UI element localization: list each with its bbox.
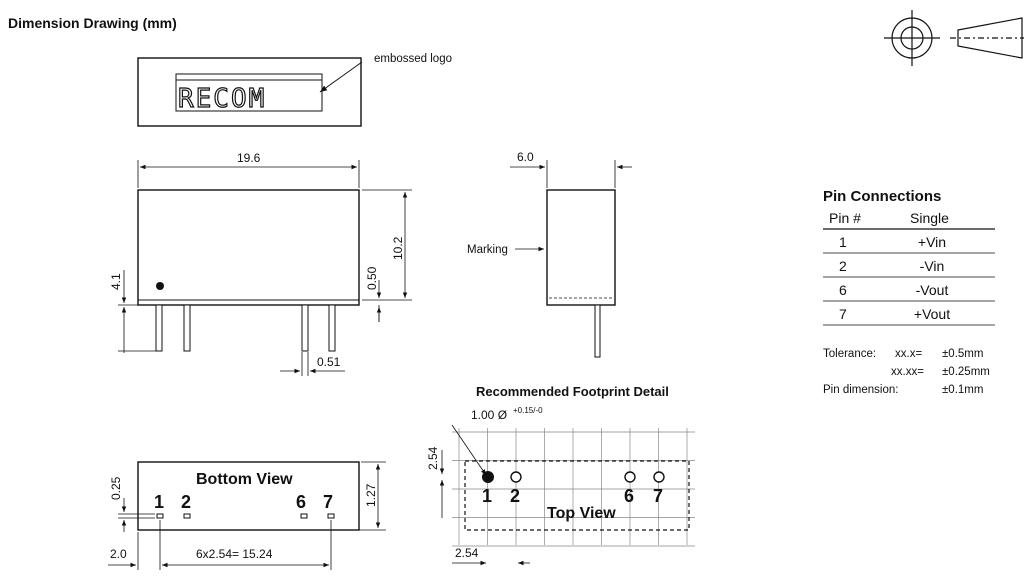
pin-function: -Vout bbox=[916, 282, 949, 298]
footprint-pin-7: 7 bbox=[653, 486, 663, 506]
pin-dimension-label: Pin dimension: bbox=[823, 384, 898, 396]
left-offset-dim: 2.0 bbox=[110, 547, 127, 561]
hole-tolerance: +0.15/-0 bbox=[513, 406, 543, 415]
tolerance-notes: Tolerance: xx.x= ±0.5mm xx.xx= ±0.25mm P… bbox=[823, 348, 990, 396]
footprint-detail: Recommended Footprint Detail 1.00 Ø +0.1… bbox=[426, 384, 695, 566]
pin-offset-dim: 4.1 bbox=[109, 273, 123, 290]
pin-number: 2 bbox=[839, 258, 847, 274]
footprint-pin-6: 6 bbox=[624, 486, 634, 506]
col-single-header: Single bbox=[910, 210, 949, 226]
pin-function: -Vin bbox=[920, 258, 945, 274]
tolerance-xx-xx: xx.xx= bbox=[891, 366, 924, 378]
right-dim: 1.27 bbox=[364, 483, 378, 507]
horizontal-pitch-dim: 2.54 bbox=[455, 546, 479, 560]
footprint-pin-1: 1 bbox=[482, 486, 492, 506]
pin-number: 6 bbox=[839, 282, 847, 298]
tolerance-xx-xx-value: ±0.25mm bbox=[942, 366, 990, 378]
page-title: Dimension Drawing (mm) bbox=[8, 15, 177, 31]
hole-diameter: 1.00 Ø bbox=[471, 408, 507, 422]
embossed-logo-label: embossed logo bbox=[374, 53, 452, 65]
pin-number: 1 bbox=[839, 234, 847, 250]
footprint-pin-2: 2 bbox=[510, 486, 520, 506]
pin-width-dim: 0.51 bbox=[317, 355, 341, 369]
top-view-label: Top View bbox=[547, 505, 616, 522]
pin-height-dim: 0.25 bbox=[109, 476, 123, 500]
side-view: 6.0 Marking bbox=[467, 150, 632, 358]
bottom-view-title: Bottom View bbox=[196, 471, 293, 488]
pin-function: +Vout bbox=[914, 306, 950, 322]
pitch-span-dim: 6x2.54= 15.24 bbox=[196, 547, 273, 561]
col-pin-header: Pin # bbox=[829, 210, 861, 226]
vertical-pitch-dim: 2.54 bbox=[426, 446, 440, 470]
bottom-pin-6: 6 bbox=[296, 492, 306, 512]
logo-view: RECOM embossed logo bbox=[137, 53, 452, 127]
front-view: 19.6 10.2 0.50 4.1 0.51 bbox=[109, 151, 412, 376]
marking-label: Marking bbox=[467, 244, 508, 256]
standoff-dim: 0.50 bbox=[365, 266, 379, 290]
pin-connections: Pin Connections Pin # Single 1 +Vin 2 -Vin 6… bbox=[823, 188, 995, 326]
pin-function: +Vin bbox=[918, 234, 946, 250]
recom-logo: RECOM bbox=[178, 84, 266, 114]
tolerance-xx-x-value: ±0.5mm bbox=[942, 348, 983, 360]
bottom-view: Bottom View 1 2 6 7 0.25 1.27 2.0 6x2.54… bbox=[108, 461, 386, 570]
bottom-pin-1: 1 bbox=[154, 492, 164, 512]
tolerance-label: Tolerance: bbox=[823, 348, 876, 360]
pin-number: 7 bbox=[839, 306, 847, 322]
bottom-pin-7: 7 bbox=[323, 492, 333, 512]
pin-connections-title: Pin Connections bbox=[823, 188, 941, 205]
projection-symbol bbox=[884, 10, 1024, 66]
pin-dimension-value: ±0.1mm bbox=[942, 384, 983, 396]
tolerance-xx-x: xx.x= bbox=[895, 348, 922, 360]
side-width-dim: 6.0 bbox=[517, 150, 534, 164]
bottom-pin-2: 2 bbox=[181, 492, 191, 512]
height-dim: 10.2 bbox=[391, 236, 405, 260]
footprint-title: Recommended Footprint Detail bbox=[476, 384, 669, 399]
width-dim: 19.6 bbox=[237, 151, 261, 165]
